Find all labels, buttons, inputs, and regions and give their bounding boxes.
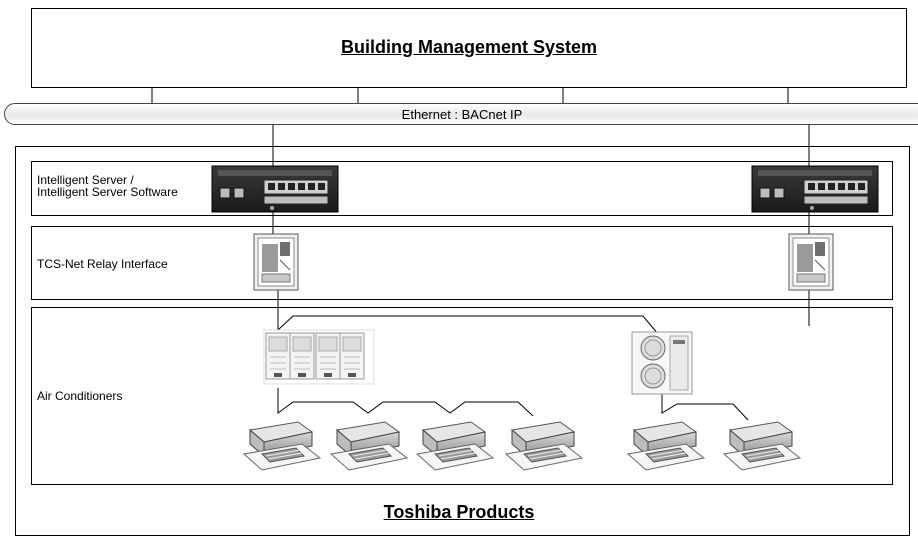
cassette-unit-2 (330, 421, 408, 471)
ac-tier-label: Air Conditioners (37, 389, 123, 403)
cassette-unit-1 (243, 421, 321, 471)
relay-tier-row (31, 226, 893, 300)
cassette-unit-6 (723, 421, 801, 471)
ethernet-label: Ethernet : BACnet IP (401, 107, 523, 122)
cassette-unit-5 (627, 421, 705, 471)
toshiba-products-title: Toshiba Products (383, 502, 535, 522)
relay-interface-right (788, 233, 834, 291)
bms-box: Building Management System (31, 8, 907, 88)
intelligent-server-left (211, 165, 339, 213)
relay-tier-label: TCS-Net Relay Interface (37, 257, 168, 271)
intelligent-server-right (751, 165, 879, 213)
outdoor-unit-vrf (263, 329, 375, 385)
server-tier-row (31, 161, 893, 216)
outdoor-unit-small (631, 331, 693, 395)
bms-title: Building Management System (340, 37, 598, 57)
cassette-unit-4 (505, 421, 583, 471)
cassette-unit-3 (416, 421, 494, 471)
relay-interface-left (253, 233, 299, 291)
ethernet-bus: Ethernet : BACnet IP (4, 103, 918, 125)
server-tier-label: Intelligent Server / Intelligent Server … (37, 173, 178, 199)
